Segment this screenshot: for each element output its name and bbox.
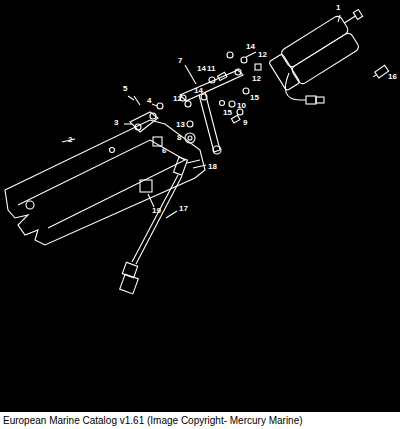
- callout-number: 19: [152, 206, 161, 215]
- callout-number: 15: [250, 93, 259, 102]
- callout-number: 18: [208, 162, 217, 171]
- callout-number: 16: [388, 72, 397, 81]
- callout-number: 7: [178, 56, 182, 65]
- callout-number: 10: [237, 101, 246, 110]
- callout-number: 12: [252, 74, 261, 83]
- callout-number: 12: [173, 94, 182, 103]
- callout-number: 15: [223, 108, 232, 117]
- callout-number: 8: [177, 133, 181, 142]
- callout-number: 12: [258, 50, 267, 59]
- callout-number: 4: [147, 96, 151, 105]
- callout-number: 13: [176, 120, 185, 129]
- callout-number: 5: [123, 84, 127, 93]
- callout-number: 9: [243, 118, 247, 127]
- callout-number: 3: [114, 118, 118, 127]
- callout-number: 17: [179, 204, 188, 213]
- callout-number: 1: [336, 3, 340, 12]
- callout-number: 11: [207, 64, 215, 73]
- callout-number: 14: [246, 42, 255, 51]
- callout-number: 6: [162, 146, 166, 155]
- exploded-view: [0, 0, 400, 412]
- callout-number: 2: [68, 135, 72, 144]
- callout-number: 14: [197, 64, 206, 73]
- callout-number: 14: [194, 86, 203, 95]
- caption: European Marine Catalog v1.61 (Image Cop…: [3, 414, 303, 427]
